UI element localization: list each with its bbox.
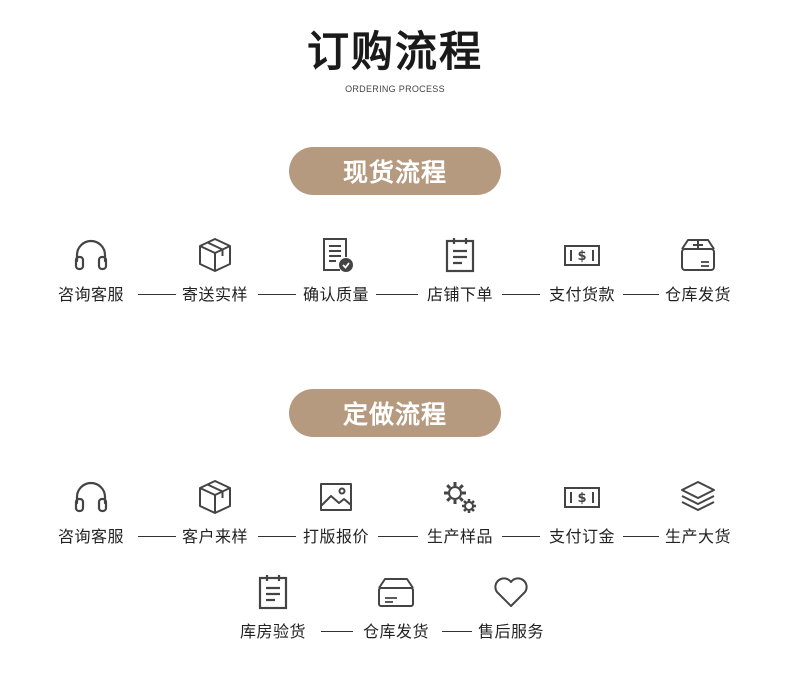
custom-step-after-sales: 售后服务 — [456, 572, 566, 642]
custom-step-inspect: 库房验货 — [218, 572, 328, 642]
headset-icon — [74, 239, 108, 271]
connector-line — [138, 536, 176, 537]
svg-text:$: $ — [577, 491, 586, 506]
step-label: 咨询客服 — [57, 285, 124, 304]
connector-line — [442, 631, 472, 632]
layers-icon — [681, 481, 715, 511]
step-label: 生产大货 — [664, 527, 731, 546]
step-label: 仓库发货 — [664, 285, 731, 304]
svg-text:$: $ — [577, 249, 586, 264]
connector-line — [623, 536, 659, 537]
step-label: 售后服务 — [477, 622, 544, 641]
custom-step-mass-production: 生产大货 — [643, 477, 753, 547]
connector-line — [321, 631, 353, 632]
custom-step-produce-sample: 生产样品 — [405, 477, 515, 547]
step-label: 确认质量 — [302, 285, 369, 304]
connector-line — [376, 294, 418, 295]
step-label: 支付货款 — [548, 285, 615, 304]
custom-step-client-sample: 客户来样 — [160, 477, 270, 547]
box-icon — [199, 480, 231, 514]
custom-step-quote: 打版报价 — [281, 477, 391, 547]
step-label: 生产样品 — [426, 527, 493, 546]
image-icon — [320, 483, 352, 511]
gears-icon — [444, 482, 476, 513]
connector-line — [258, 294, 296, 295]
step-label: 寄送实样 — [181, 285, 248, 304]
custom-step-ship: 仓库发货 — [341, 572, 451, 642]
package-icon — [681, 239, 715, 271]
connector-line — [502, 536, 540, 537]
custom-process-badge: 定做流程 — [289, 389, 501, 437]
stock-step-place-order: 店铺下单 — [405, 235, 515, 305]
clipboard-icon — [445, 238, 475, 273]
checklist-icon — [323, 238, 353, 272]
step-label: 客户来样 — [181, 527, 248, 546]
stock-step-payment: $ 支付货款 — [527, 235, 637, 305]
headset-icon — [74, 481, 108, 513]
connector-line — [258, 536, 296, 537]
box-icon — [199, 238, 231, 272]
step-label: 店铺下单 — [426, 285, 493, 304]
step-label: 打版报价 — [302, 527, 369, 546]
clipboard-icon — [258, 575, 288, 610]
page-title: 订购流程 — [306, 27, 483, 76]
page-subtitle: ORDERING PROCESS — [345, 84, 445, 94]
step-label: 咨询客服 — [57, 527, 124, 546]
step-label: 仓库发货 — [362, 622, 429, 641]
stock-step-ship: 仓库发货 — [643, 235, 753, 305]
stock-step-consult: 咨询客服 — [36, 235, 146, 305]
step-label: 支付订金 — [548, 527, 615, 546]
heart-icon — [494, 577, 528, 607]
cash-icon: $ — [564, 245, 600, 266]
step-label: 库房验货 — [239, 622, 306, 641]
custom-step-deposit: $ 支付订金 — [527, 477, 637, 547]
drawer-icon — [378, 578, 414, 607]
cash-icon: $ — [564, 487, 600, 508]
stock-step-send-sample: 寄送实样 — [160, 235, 270, 305]
custom-step-consult: 咨询客服 — [36, 477, 146, 547]
connector-line — [138, 294, 176, 295]
connector-line — [378, 536, 418, 537]
stock-step-confirm-quality: 确认质量 — [281, 235, 391, 305]
connector-line — [502, 294, 540, 295]
stock-process-badge: 现货流程 — [289, 147, 501, 195]
connector-line — [623, 294, 659, 295]
